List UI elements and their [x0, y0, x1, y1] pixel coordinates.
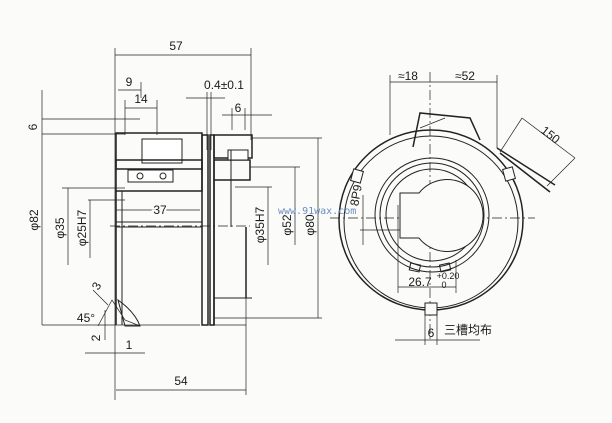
dim-phi80: φ80	[303, 214, 317, 235]
dim-14: 14	[134, 92, 148, 106]
dim-phi82: φ82	[27, 209, 41, 230]
dim-angle-45: 45°	[77, 311, 95, 325]
watermark: www.91wax.com	[278, 206, 356, 217]
tolerance-upper: +0.20	[437, 271, 460, 281]
dim-approx-52: ≈52	[455, 69, 475, 83]
dim-37: 37	[153, 203, 167, 217]
dim-6-left: 6	[26, 123, 40, 130]
dim-57: 57	[169, 39, 183, 53]
dim-phi52: φ52	[280, 214, 294, 235]
dim-chamfer-3: 3	[89, 279, 105, 292]
dim-6-top: 6	[235, 101, 242, 115]
dim-phi35h7: φ35H7	[253, 206, 267, 243]
dim-air-gap: 0.4±0.1	[204, 78, 244, 92]
dim-approx-18: ≈18	[398, 69, 418, 83]
dim-2: 2	[89, 334, 103, 341]
dim-8p9: 8P9	[347, 183, 365, 207]
tolerance-lower: 0	[441, 280, 446, 290]
front-view: ≈18 ≈52 150 8P9 26.7 +0.20 0 6 三槽均布	[330, 69, 576, 345]
dim-150: 150	[538, 123, 563, 147]
dim-6-slot: 6	[428, 326, 435, 340]
dim-9: 9	[126, 75, 133, 89]
side-view: 57 9 14 0.4±0.1 6 6 φ82 φ35 φ25H7 37 φ35…	[26, 39, 322, 400]
dim-26-7: 26.7	[408, 275, 432, 289]
dim-phi25h7: φ25H7	[75, 209, 89, 246]
dim-phi35: φ35	[53, 217, 67, 238]
dim-1: 1	[126, 338, 133, 352]
dim-54: 54	[174, 374, 188, 388]
note-three-slots-even: 三槽均布	[444, 323, 492, 337]
